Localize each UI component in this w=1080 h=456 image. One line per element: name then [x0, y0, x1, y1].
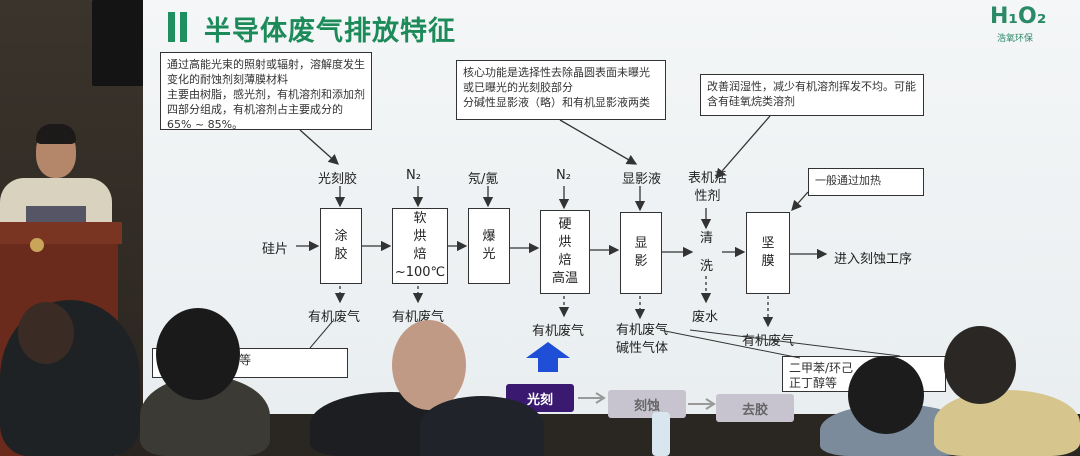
step-develop: 显 影	[620, 212, 662, 294]
input-gas: 氖/氪	[468, 172, 499, 187]
input-photoresist: 光刻胶	[318, 172, 358, 187]
output-hardbake: 有机废气	[532, 324, 585, 339]
speaker-hair	[36, 124, 76, 144]
slide-title: 半导体废气排放特征	[204, 16, 456, 47]
audience-person	[18, 302, 74, 364]
arrow-right-icon	[688, 398, 716, 410]
company-logo: H₁O₂	[990, 4, 1047, 29]
step-clean: 清 洗	[700, 231, 714, 274]
input-surfactant: 表机活 性剂	[688, 171, 728, 204]
input-n2-a: N₂	[406, 168, 421, 183]
input-developer: 显影液	[622, 172, 662, 187]
step-harden: 坚 膜	[746, 212, 790, 294]
laptop	[26, 206, 86, 226]
water-bottle	[652, 412, 670, 456]
process-strip: 去胶	[716, 394, 794, 422]
output-coat: 有机废气	[308, 310, 361, 325]
audience-person	[934, 390, 1080, 456]
step-softbake: 软 烘 焙 ~100℃	[392, 208, 448, 284]
wall-speaker	[92, 0, 144, 86]
step-coat: 涂 胶	[320, 208, 362, 284]
input-wafer: 硅片	[262, 242, 289, 257]
audience-person	[420, 396, 544, 456]
audience-person	[944, 326, 1016, 404]
audience-person	[392, 320, 466, 410]
step-expose: 爆 光	[468, 208, 510, 284]
step-hardbake: 硬 烘 焙 高温	[540, 210, 590, 294]
arrow-right-icon	[578, 392, 606, 404]
up-arrow-icon	[526, 342, 570, 372]
note-heating: 一般通过加热	[808, 168, 924, 196]
step-next: 进入刻蚀工序	[834, 252, 913, 267]
title-accent-bar	[168, 12, 175, 42]
audience-person	[848, 356, 924, 434]
note-surfactant: 改善润湿性，减少有机溶剂挥发不均。可能含有硅氧烷类溶剂	[700, 74, 924, 116]
process-etch: 刻蚀	[608, 390, 686, 418]
output-clean: 废水	[692, 310, 719, 325]
audience-person	[156, 308, 240, 400]
output-harden: 有机废气	[742, 334, 795, 349]
input-n2-b: N₂	[556, 168, 571, 183]
lectern-emblem	[30, 238, 44, 252]
company-logo-subtitle: 浩氧环保	[997, 34, 1034, 44]
lectern-top	[0, 222, 122, 244]
note-photoresist: 通过高能光束的照射或辐射，溶解度发生变化的耐蚀剂刻薄膜材料 主要由树脂，感光剂，…	[160, 52, 372, 131]
output-develop: 有机废气 碱性气体	[616, 323, 669, 356]
note-developer: 核心功能是选择性去除晶圆表面未曝光或已曝光的光刻胶部分 分碱性显影液（略）和有机…	[456, 60, 666, 120]
title-accent-bar	[180, 12, 187, 42]
